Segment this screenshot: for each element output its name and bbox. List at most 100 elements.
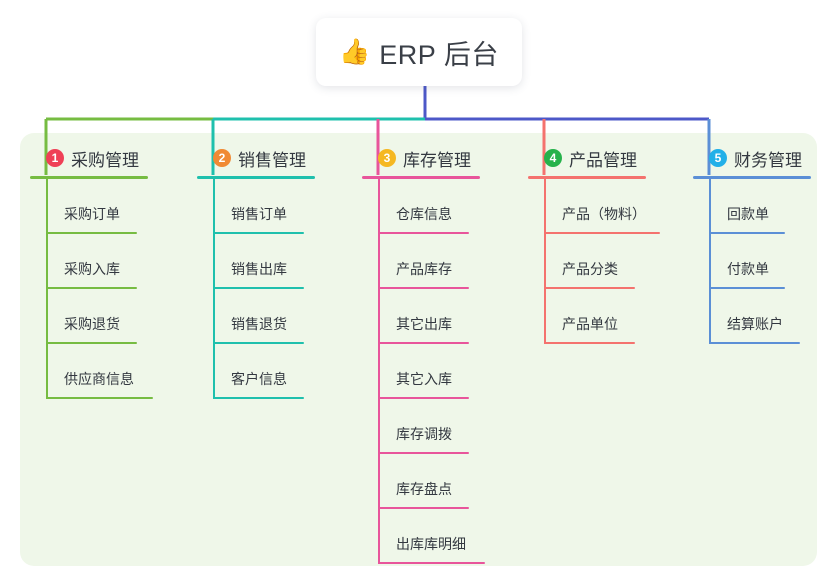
leaf-underline (213, 342, 304, 344)
leaf-label: 产品分类 (562, 261, 618, 277)
branch-spine (709, 179, 711, 344)
branch-header-4[interactable]: 4 产品管理 (528, 145, 646, 171)
branch-header-3[interactable]: 3 库存管理 (362, 145, 480, 171)
leaf-label: 销售出库 (231, 261, 287, 277)
leaf-underline (544, 287, 635, 289)
branch-column-3: 3 库存管理仓库信息产品库存其它出库其它入库库存调拨库存盘点出库库明细 (362, 145, 485, 564)
leaf-item[interactable]: 采购退货 (30, 289, 148, 344)
branch-number-badge: 5 (709, 149, 727, 167)
leaf-label: 回款单 (727, 206, 769, 222)
branch-spine (46, 179, 48, 399)
branch-spine (544, 179, 546, 344)
leaf-item[interactable]: 采购订单 (30, 179, 148, 234)
leaf-underline (378, 562, 485, 564)
branch-items: 仓库信息产品库存其它出库其它入库库存调拨库存盘点出库库明细 (362, 179, 485, 564)
leaf-item[interactable]: 回款单 (693, 179, 811, 234)
leaf-item[interactable]: 其它出库 (362, 289, 480, 344)
root-title: ERP 后台 (379, 39, 499, 70)
leaf-label: 出库库明细 (396, 536, 466, 552)
branch-title: 财务管理 (734, 150, 802, 170)
branch-title: 销售管理 (238, 150, 306, 170)
leaf-underline (46, 287, 137, 289)
branch-number-badge: 4 (544, 149, 562, 167)
leaf-label: 产品单位 (562, 316, 618, 332)
branch-number-badge: 3 (378, 149, 396, 167)
leaf-underline (46, 397, 153, 399)
leaf-item[interactable]: 采购入库 (30, 234, 148, 289)
branch-number-badge: 1 (46, 149, 64, 167)
leaf-item[interactable]: 其它入库 (362, 344, 480, 399)
leaf-label: 供应商信息 (64, 371, 134, 387)
branch-column-1: 1 采购管理采购订单采购入库采购退货供应商信息 (30, 145, 153, 399)
branch-underline (362, 176, 480, 179)
branch-header-5[interactable]: 5 财务管理 (693, 145, 811, 171)
branch-column-2: 2 销售管理销售订单销售出库销售退货客户信息 (197, 145, 315, 399)
leaf-underline (709, 232, 785, 234)
leaf-underline (378, 342, 469, 344)
leaf-item[interactable]: 供应商信息 (30, 344, 153, 399)
leaf-underline (378, 232, 469, 234)
leaf-item[interactable]: 销售退货 (197, 289, 315, 344)
leaf-item[interactable]: 库存调拨 (362, 399, 480, 454)
leaf-item[interactable]: 结算账户 (693, 289, 811, 344)
leaf-underline (213, 287, 304, 289)
branch-underline (30, 176, 148, 179)
root-node[interactable]: 👍 ERP 后台 (316, 18, 522, 86)
branch-title: 库存管理 (403, 150, 471, 170)
leaf-label: 销售订单 (231, 206, 287, 222)
leaf-underline (46, 232, 137, 234)
branch-column-5: 5 财务管理回款单付款单结算账户 (693, 145, 811, 344)
leaf-underline (544, 342, 635, 344)
branch-header-2[interactable]: 2 销售管理 (197, 145, 315, 171)
leaf-item[interactable]: 客户信息 (197, 344, 315, 399)
leaf-underline (709, 342, 800, 344)
leaf-label: 结算账户 (727, 316, 783, 332)
leaf-underline (378, 287, 469, 289)
leaf-label: 产品（物料） (562, 206, 646, 222)
leaf-item[interactable]: 产品单位 (528, 289, 646, 344)
leaf-label: 其它出库 (396, 316, 452, 332)
branch-number-badge: 2 (213, 149, 231, 167)
leaf-item[interactable]: 付款单 (693, 234, 811, 289)
branch-underline (528, 176, 646, 179)
leaf-item[interactable]: 销售订单 (197, 179, 315, 234)
leaf-label: 产品库存 (396, 261, 452, 277)
leaf-underline (378, 397, 469, 399)
branch-spine (213, 179, 215, 399)
leaf-underline (544, 232, 660, 234)
leaf-item[interactable]: 出库库明细 (362, 509, 485, 564)
leaf-label: 其它入库 (396, 371, 452, 387)
leaf-item[interactable]: 仓库信息 (362, 179, 480, 234)
leaf-underline (709, 287, 785, 289)
branch-items: 回款单付款单结算账户 (693, 179, 811, 344)
branch-spine (378, 179, 380, 564)
leaf-label: 采购订单 (64, 206, 120, 222)
leaf-item[interactable]: 产品分类 (528, 234, 646, 289)
leaf-item[interactable]: 库存盘点 (362, 454, 480, 509)
leaf-label: 仓库信息 (396, 206, 452, 222)
leaf-label: 销售退货 (231, 316, 287, 332)
branch-items: 销售订单销售出库销售退货客户信息 (197, 179, 315, 399)
branch-items: 产品（物料） 产品分类产品单位 (528, 179, 660, 344)
leaf-label: 采购退货 (64, 316, 120, 332)
branch-items: 采购订单采购入库采购退货供应商信息 (30, 179, 153, 399)
leaf-label: 库存盘点 (396, 481, 452, 497)
branch-column-4: 4 产品管理产品（物料） 产品分类产品单位 (528, 145, 660, 344)
leaf-underline (46, 342, 137, 344)
leaf-label: 库存调拨 (396, 426, 452, 442)
leaf-label: 付款单 (727, 261, 769, 277)
leaf-item[interactable]: 产品（物料） (528, 179, 660, 234)
leaf-underline (213, 397, 304, 399)
thumbs-up-icon: 👍 (339, 37, 371, 66)
branch-underline (197, 176, 315, 179)
leaf-item[interactable]: 销售出库 (197, 234, 315, 289)
branch-title: 产品管理 (569, 150, 637, 170)
leaf-underline (378, 507, 469, 509)
leaf-underline (378, 452, 469, 454)
leaf-label: 客户信息 (231, 371, 287, 387)
branch-header-1[interactable]: 1 采购管理 (30, 145, 148, 171)
leaf-item[interactable]: 产品库存 (362, 234, 480, 289)
branch-title: 采购管理 (71, 150, 139, 170)
leaf-underline (213, 232, 304, 234)
